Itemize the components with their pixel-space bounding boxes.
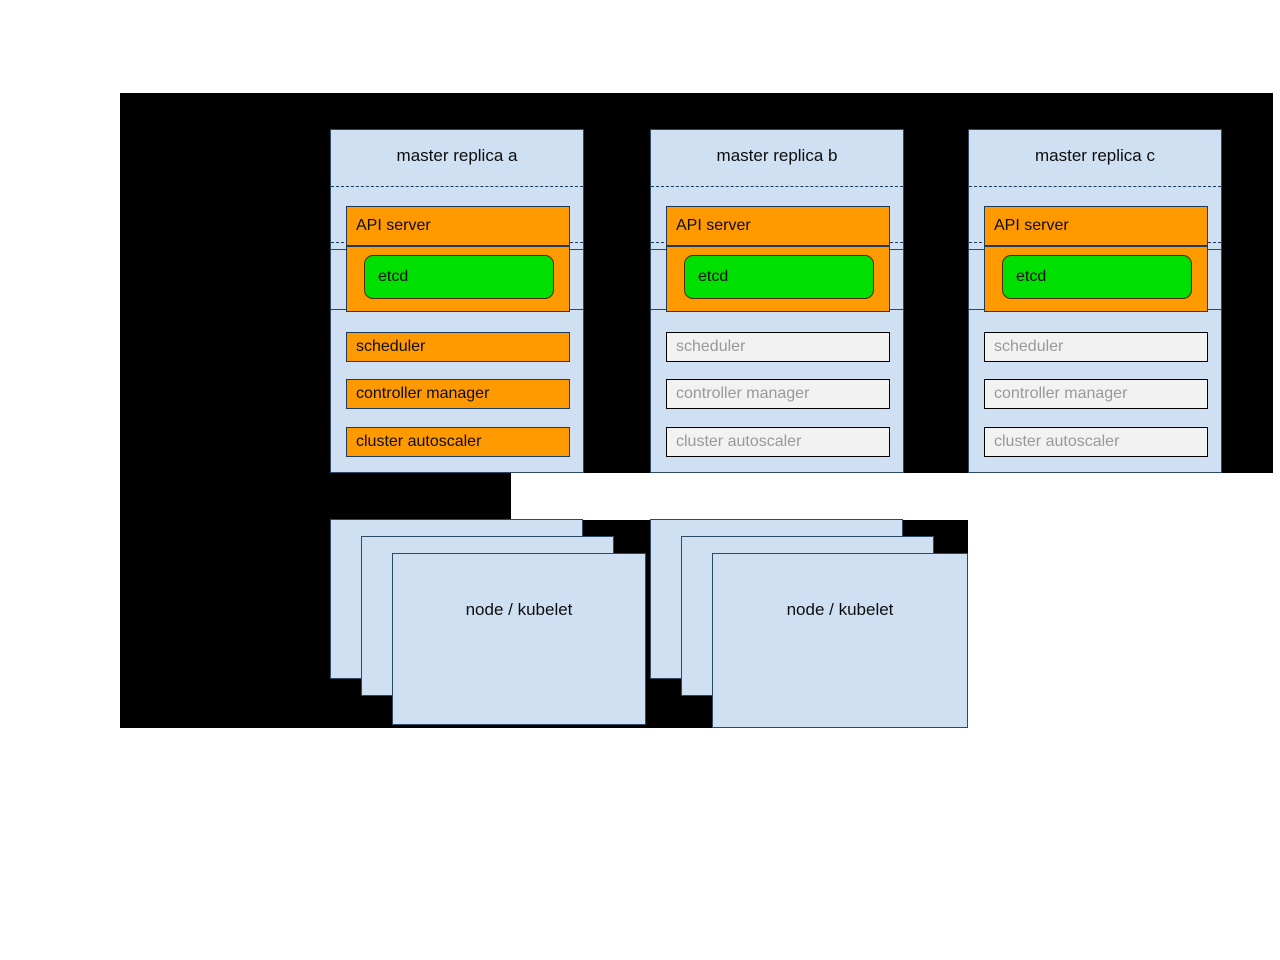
master-replica-b-title: master replica b xyxy=(716,146,838,165)
master-replica-a-title: master replica a xyxy=(396,146,518,165)
master-replica-a-controller-manager[interactable]: controller manager xyxy=(346,379,570,409)
master-replica-c-scheduler-label: scheduler xyxy=(994,338,1064,356)
master-replica-a-etcd-label: etcd xyxy=(378,268,409,285)
master-replica-b-controller-manager[interactable]: controller manager xyxy=(666,379,890,409)
master-replica-b-api-server-label: API server xyxy=(676,217,751,235)
master-replica-a-api-server[interactable]: API server xyxy=(346,206,570,246)
master-replica-c-controller-manager[interactable]: controller manager xyxy=(984,379,1208,409)
master-replica-b-etcd[interactable]: etcd xyxy=(684,255,874,299)
master-replica-b-cluster-autoscaler-label: cluster autoscaler xyxy=(676,433,802,451)
master-replica-a-cluster-autoscaler-label: cluster autoscaler xyxy=(356,433,482,451)
master-replica-b-scheduler[interactable]: scheduler xyxy=(666,332,890,362)
master-replica-c-cluster-autoscaler-label: cluster autoscaler xyxy=(994,433,1120,451)
node-group-1-card-front[interactable]: node / kubelet xyxy=(392,553,646,725)
master-replica-a[interactable]: master replica a API server etcd schedul… xyxy=(330,129,584,473)
master-replica-a-rule-top xyxy=(331,186,583,187)
master-replica-b-rule-top xyxy=(651,186,903,187)
master-replica-c-etcd-label: etcd xyxy=(1016,268,1047,285)
node-group-1-label: node / kubelet xyxy=(465,600,573,619)
master-replica-b-cluster-autoscaler[interactable]: cluster autoscaler xyxy=(666,427,890,457)
master-replica-b-api-server[interactable]: API server xyxy=(666,206,890,246)
master-replica-c-etcd[interactable]: etcd xyxy=(1002,255,1192,299)
master-replica-c-title: master replica c xyxy=(1035,146,1155,165)
master-replica-c-scheduler[interactable]: scheduler xyxy=(984,332,1208,362)
master-replica-a-controller-manager-label: controller manager xyxy=(356,385,490,403)
master-replica-b-scheduler-label: scheduler xyxy=(676,338,746,356)
node-group-2-card-front[interactable]: node / kubelet xyxy=(712,553,968,728)
canvas-background-left-notch xyxy=(120,473,511,520)
master-replica-c-api-server-label: API server xyxy=(994,217,1069,235)
master-replica-a-etcd[interactable]: etcd xyxy=(364,255,554,299)
master-replica-a-api-server-label: API server xyxy=(356,217,431,235)
master-replica-c-cluster-autoscaler[interactable]: cluster autoscaler xyxy=(984,427,1208,457)
master-replica-a-scheduler-label: scheduler xyxy=(356,338,426,356)
master-replica-b-etcd-label: etcd xyxy=(698,268,729,285)
master-replica-a-scheduler[interactable]: scheduler xyxy=(346,332,570,362)
master-replica-c-controller-manager-label: controller manager xyxy=(994,385,1128,403)
master-replica-c[interactable]: master replica c API server etcd schedul… xyxy=(968,129,1222,473)
master-replica-a-cluster-autoscaler[interactable]: cluster autoscaler xyxy=(346,427,570,457)
master-replica-c-api-server[interactable]: API server xyxy=(984,206,1208,246)
master-replica-c-rule-top xyxy=(969,186,1221,187)
master-replica-b-controller-manager-label: controller manager xyxy=(676,385,810,403)
node-group-2-label: node / kubelet xyxy=(786,600,894,619)
master-replica-b[interactable]: master replica b API server etcd schedul… xyxy=(650,129,904,473)
